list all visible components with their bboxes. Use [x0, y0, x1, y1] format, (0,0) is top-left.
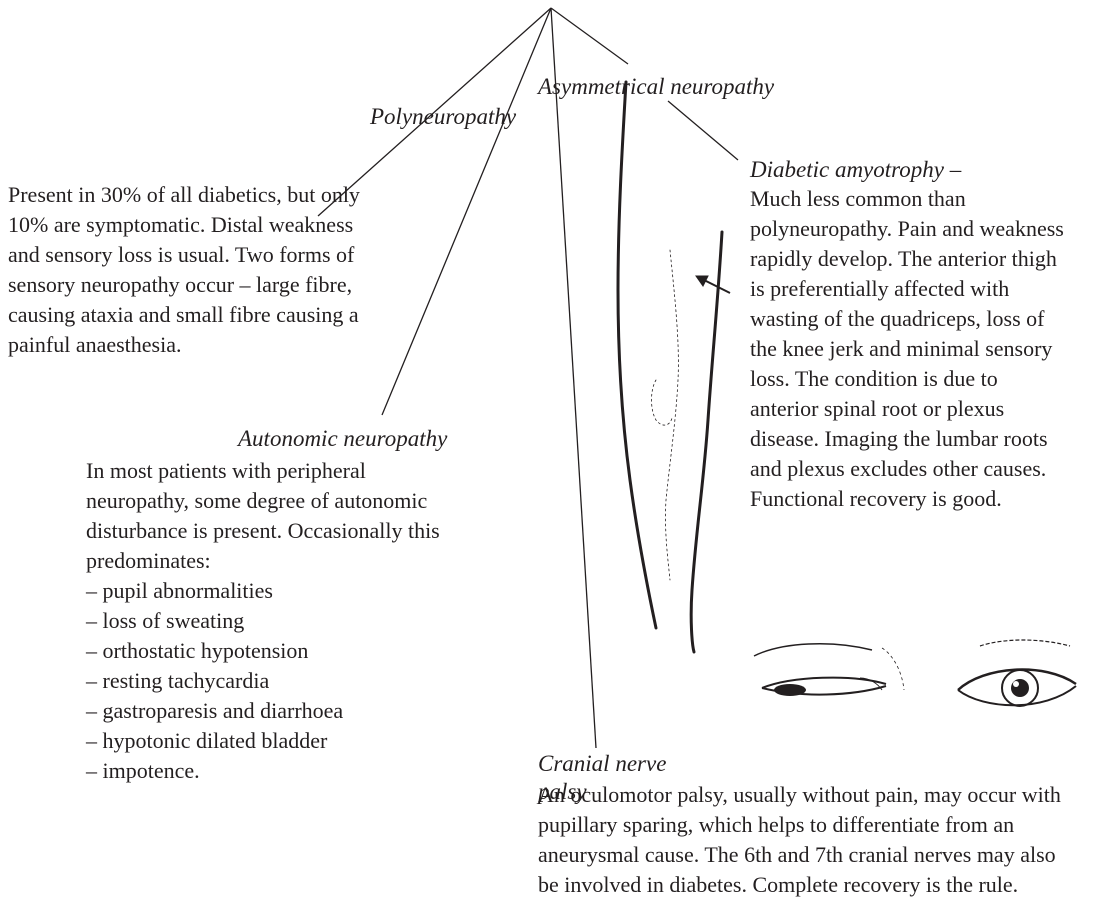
- heading-polyneuropathy: Polyneuropathy: [370, 102, 516, 132]
- thigh-illustration: [600, 60, 740, 660]
- list-item: gastroparesis and diarrhoea: [86, 696, 466, 726]
- polyneuropathy-description: Present in 30% of all diabetics, but onl…: [8, 180, 360, 360]
- autonomic-section: In most patients with peripheral neuropa…: [86, 456, 466, 786]
- line-to-autonomic: [382, 8, 551, 415]
- amyotrophy-description: Much less common than polyneuropathy. Pa…: [750, 184, 1068, 514]
- autonomic-list: pupil abnormalities loss of sweating ort…: [86, 576, 466, 786]
- quadriceps-hatching: [665, 250, 678, 580]
- thigh-outline-left: [618, 82, 656, 628]
- cranial-description: An oculomotor palsy, usually without pai…: [538, 780, 1073, 900]
- list-item: hypotonic dilated bladder: [86, 726, 466, 756]
- heading-diabetic-amyotrophy: Diabetic amyotrophy –: [750, 155, 961, 185]
- line-to-cranial: [551, 8, 596, 748]
- heading-autonomic-neuropathy: Autonomic neuropathy: [238, 424, 447, 454]
- list-item: loss of sweating: [86, 606, 466, 636]
- knee-sketch: [652, 380, 673, 425]
- drooping-eyelid-icon: [742, 634, 922, 720]
- arrow-icon: [696, 276, 730, 293]
- line-to-asymmetrical: [551, 8, 628, 64]
- thigh-outline-right: [691, 232, 722, 652]
- list-item: impotence.: [86, 756, 466, 786]
- list-item: orthostatic hypotension: [86, 636, 466, 666]
- list-item: resting tachycardia: [86, 666, 466, 696]
- list-item: pupil abnormalities: [86, 576, 466, 606]
- autonomic-intro: In most patients with peripheral neuropa…: [86, 456, 466, 576]
- normal-eye-icon: [944, 634, 1084, 720]
